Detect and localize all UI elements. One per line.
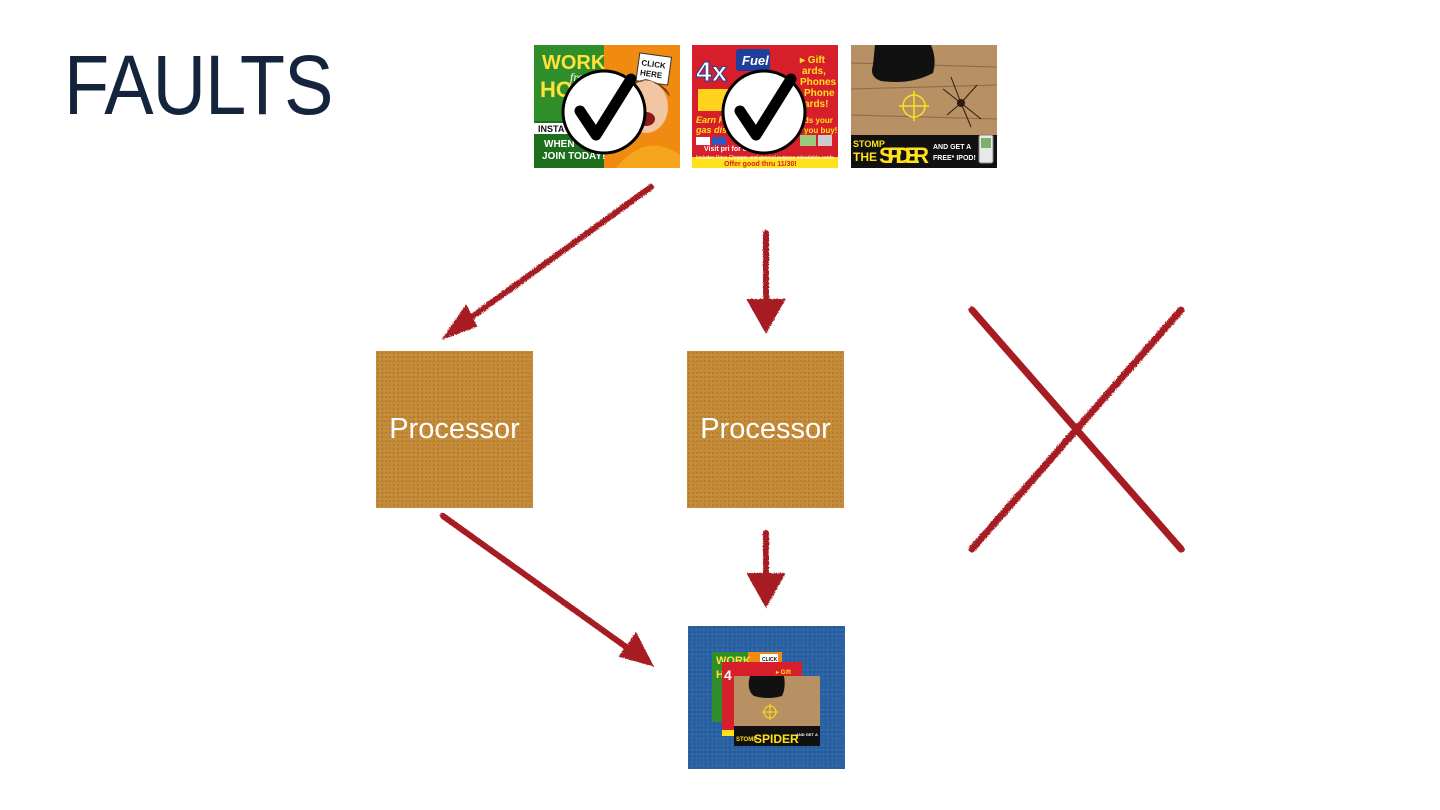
ad-the-text: THE — [853, 150, 877, 164]
svg-text:ards!: ards! — [804, 99, 828, 110]
svg-text:HERE: HERE — [639, 68, 663, 80]
arrow-ad-to-right-processor — [746, 230, 786, 335]
ad-work-from-home: WORK from HO INSTA WHEN JOIN TODAY! CLIC… — [534, 45, 680, 168]
processor-label: Processor — [700, 413, 831, 445]
svg-text:Phones: Phones — [800, 77, 837, 88]
output-ad-stack: WORK H CLICK 4 ▸ Gift STOMP SPIDER AND G… — [688, 626, 845, 769]
svg-text:STOMP: STOMP — [736, 737, 757, 743]
arrow-left-processor-to-output — [440, 513, 654, 667]
processor-box-right: Processor — [687, 351, 844, 508]
arrow-ad-to-left-processor — [441, 184, 654, 341]
rejected-cross-icon — [968, 306, 1185, 553]
ad-fuel-text: Fuel — [742, 53, 769, 68]
ad-earn-text: Earn F — [696, 115, 725, 125]
svg-text:CLICK: CLICK — [641, 58, 667, 70]
svg-text:ds your: ds your — [804, 116, 833, 125]
ad-get-text: AND GET A — [933, 144, 971, 151]
svg-text:H: H — [716, 669, 724, 681]
svg-text:CLICK: CLICK — [762, 657, 778, 663]
ad-4x-text: 4x — [696, 56, 728, 87]
ad-when-text: WHEN — [544, 139, 575, 150]
accepted-checkmark-icon — [561, 69, 647, 155]
arrow-right-processor-to-output — [746, 530, 786, 609]
processor-label: Processor — [389, 413, 520, 445]
svg-text:you buy!: you buy! — [804, 126, 837, 135]
ad-stomp-the-spider: STOMP THE SPIDER AND GET A FREE* IPOD! — [851, 45, 997, 168]
slide-title: FAULTS — [64, 38, 333, 132]
ad-headline-work: WORK — [542, 52, 606, 74]
svg-text:4: 4 — [724, 667, 732, 683]
ad-visit-text: Visit pri for details! — [704, 146, 767, 153]
ad-fine-print: Includes Price Chopper and general purpo… — [696, 155, 835, 161]
ad-offer-text: Offer good thru 11/30! — [724, 161, 797, 168]
processor-box-left: Processor — [376, 351, 533, 508]
svg-text:▸ Gift: ▸ Gift — [799, 55, 826, 66]
accepted-checkmark-icon — [721, 69, 807, 155]
svg-text:SPIDER: SPIDER — [754, 732, 799, 746]
ad-instant-text: INSTA — [538, 124, 565, 134]
svg-text:AND GET A: AND GET A — [796, 732, 818, 737]
svg-text:▸ Gift: ▸ Gift — [775, 670, 791, 676]
ad-ipod-text: FREE* IPOD! — [933, 155, 976, 162]
svg-text:ards,: ards, — [802, 66, 826, 77]
ad-fuel-savings: 4x Fuel ▸ Gift ards, Phones Phone ards! … — [692, 45, 838, 168]
ad-gas-text: gas disc — [695, 125, 732, 135]
ad-stomp-text: STOMP — [853, 139, 885, 149]
stacked-ad-spider: STOMP SPIDER AND GET A — [734, 676, 820, 746]
ad-spider-text: SPIDER — [879, 143, 929, 168]
ad-join-text: JOIN TODAY! — [542, 151, 605, 162]
svg-text:Phone: Phone — [804, 88, 835, 99]
